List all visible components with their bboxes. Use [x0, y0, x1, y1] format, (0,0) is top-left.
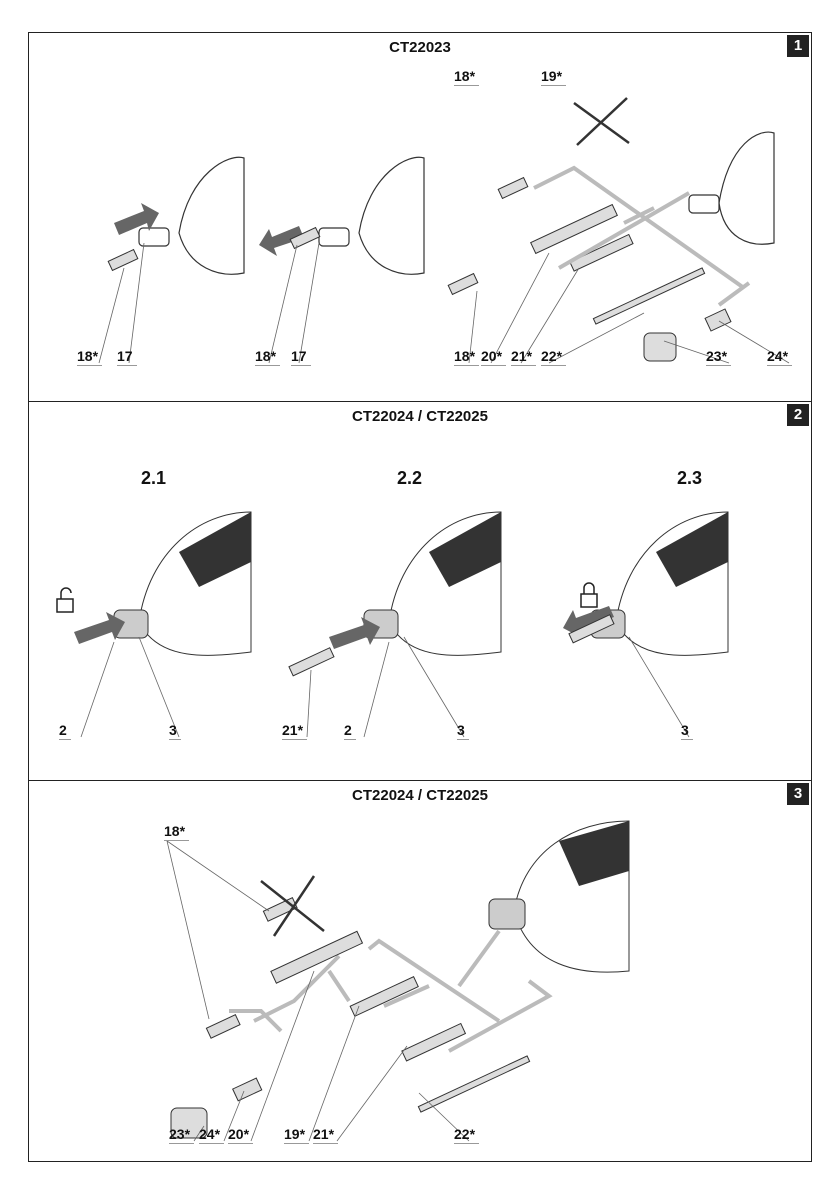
- panel-title: CT22023: [389, 39, 451, 56]
- unlocked-padlock-icon: [56, 587, 74, 613]
- callout-label: 21*: [282, 722, 308, 740]
- step-2-2-heading: 2.2: [397, 468, 423, 488]
- callout-label: 3: [681, 722, 693, 740]
- figure-panel-3: CT22024 / CT22025 3: [28, 780, 812, 1162]
- bit-insertion-illustration: [98, 97, 790, 364]
- callout-label: 19*: [541, 68, 567, 86]
- locked-padlock-icon: [580, 582, 598, 608]
- callout-label: 20*: [481, 348, 507, 366]
- callout-label: 17: [117, 348, 137, 366]
- accessory-overview-illustration: [166, 820, 630, 1142]
- callout-label: 21*: [313, 1126, 339, 1144]
- figure-panel-1: CT22023 1: [28, 32, 812, 402]
- callout-label: 24*: [199, 1126, 225, 1144]
- quick-chuck-illustration: [56, 511, 729, 738]
- callout-label: 2: [344, 722, 356, 740]
- not-allowed-cross-icon: [260, 875, 325, 937]
- panel-title: CT22024 / CT22025: [352, 787, 488, 804]
- callout-label: 19*: [284, 1126, 310, 1144]
- callout-label: 18*: [454, 348, 480, 366]
- callout-label: 3: [169, 722, 181, 740]
- callout-label: 18*: [77, 348, 103, 366]
- push-arrow-icon: [329, 617, 380, 649]
- not-allowed-cross-icon: [573, 97, 630, 146]
- step-2-1-heading: 2.1: [141, 468, 167, 488]
- callout-label: 24*: [767, 348, 793, 366]
- figure-panel-2: CT22024 / CT22025 2 2.1 2.2 2.3: [28, 401, 812, 781]
- figure-number-badge: 3: [787, 783, 809, 805]
- remove-arrow-icon: [259, 226, 304, 256]
- callout-label: 22*: [454, 1126, 480, 1144]
- callout-label: 17: [291, 348, 311, 366]
- callout-label: 22*: [541, 348, 567, 366]
- callout-label: 18*: [255, 348, 281, 366]
- figure-number-badge: 1: [787, 35, 809, 57]
- panel-title: CT22024 / CT22025: [352, 408, 488, 425]
- callout-label: 23*: [169, 1126, 195, 1144]
- callout-label: 2: [59, 722, 71, 740]
- step-2-3-heading: 2.3: [677, 468, 703, 488]
- callout-label: 18*: [454, 68, 480, 86]
- callout-label: 21*: [511, 348, 537, 366]
- release-arrow-icon: [563, 606, 614, 638]
- callout-label: 3: [457, 722, 469, 740]
- insert-arrow-icon: [114, 203, 159, 235]
- push-arrow-icon: [74, 612, 125, 644]
- callout-label: 18*: [164, 823, 190, 841]
- callout-label: 23*: [706, 348, 732, 366]
- callout-label: 20*: [228, 1126, 254, 1144]
- figure-number-badge: 2: [787, 404, 809, 426]
